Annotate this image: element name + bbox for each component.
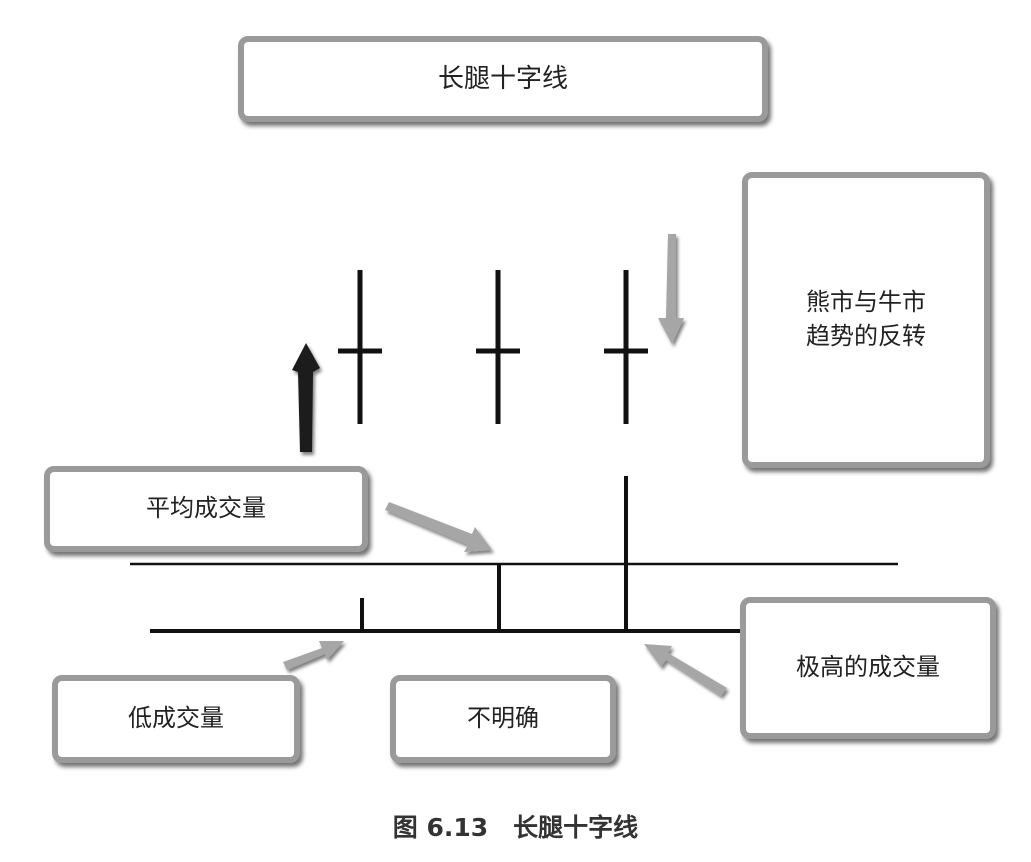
- low-volume-box: 低成交量: [52, 675, 300, 763]
- arrow-avg-volume-icon: [385, 502, 492, 552]
- doji-candle-1: [338, 270, 382, 424]
- arrow-low-volume-icon: [283, 641, 344, 670]
- average-volume-box: 平均成交量: [44, 466, 368, 552]
- reversal-box: 熊市与牛市 趋势的反转: [742, 172, 990, 468]
- title-box: 长腿十字线: [238, 36, 768, 122]
- low-volume-label: 低成交量: [128, 704, 224, 733]
- up-arrow-icon: [292, 343, 320, 452]
- high-volume-label: 极高的成交量: [796, 653, 940, 682]
- arrow-high-volume-icon: [644, 644, 727, 696]
- reversal-label: 熊市与牛市 趋势的反转: [806, 288, 926, 350]
- average-volume-label: 平均成交量: [146, 494, 266, 523]
- down-arrow-icon: [658, 234, 684, 344]
- unclear-label: 不明确: [467, 704, 539, 733]
- figure-caption: 图 6.13 长腿十字线: [392, 813, 639, 842]
- diagram-title: 长腿十字线: [437, 63, 568, 94]
- doji-candle-2: [476, 270, 520, 424]
- high-volume-box: 极高的成交量: [740, 597, 996, 739]
- unclear-box: 不明确: [390, 675, 616, 763]
- doji-candle-3: [604, 270, 648, 424]
